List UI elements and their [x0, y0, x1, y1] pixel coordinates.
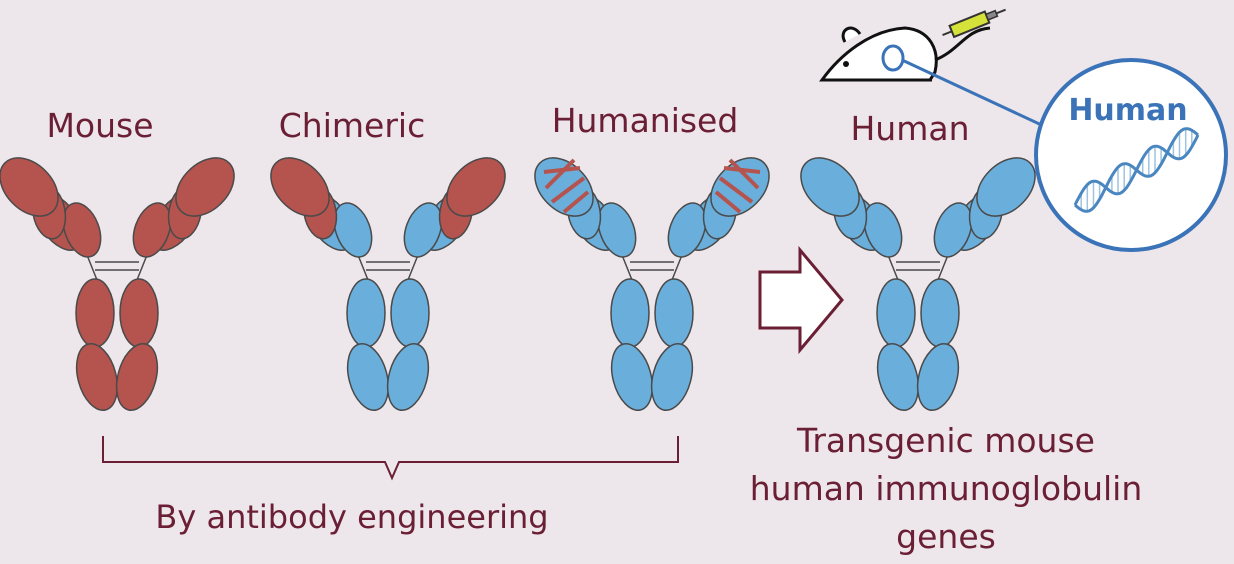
heavy-chain-ch2 — [654, 278, 694, 348]
heavy-chain-ch2 — [920, 278, 960, 348]
heavy-chain-ch2 — [610, 278, 650, 348]
callout-label: Human — [1068, 93, 1187, 128]
label-humanised: Humanised — [552, 101, 739, 140]
transgenic-line-3: genes — [896, 517, 996, 556]
dna-strand — [1073, 134, 1200, 206]
mouse-icon — [819, 26, 991, 82]
label-mouse: Mouse — [46, 106, 153, 145]
heavy-chain-ch2 — [75, 278, 115, 348]
bracket-label: By antibody engineering — [155, 498, 548, 536]
heavy-chain-ch1 — [403, 202, 443, 258]
heavy-chain-ch1 — [667, 202, 707, 258]
heavy-chain-ch3 — [115, 343, 159, 411]
heavy-chain-ch3 — [610, 343, 654, 411]
cdr-stripe — [550, 176, 586, 204]
heavy-chain-ch3 — [75, 343, 119, 411]
antibody-human — [800, 157, 1036, 411]
antibodies-layer — [0, 157, 1036, 411]
heavy-chain-ch1 — [62, 202, 102, 258]
cdr-stripe — [544, 158, 576, 190]
heavy-chain-ch3 — [346, 343, 390, 411]
antibody-humanised — [534, 157, 770, 411]
heavy-chain-ch1 — [333, 202, 373, 258]
cdr-stripe — [718, 176, 754, 204]
heavy-chain-ch3 — [876, 343, 920, 411]
heavy-chain-ch1 — [132, 202, 172, 258]
heavy-chain-ch3 — [916, 343, 960, 411]
right-arrow-icon — [758, 245, 844, 355]
label-human: Human — [850, 109, 969, 148]
light-chain-vl — [800, 157, 860, 217]
light-chain-vl — [175, 157, 235, 217]
transgenic-line-2: human immunoglobulin — [750, 469, 1143, 508]
light-chain-vl — [976, 157, 1036, 217]
antibody-chimeric — [270, 157, 506, 411]
sample-marker — [881, 44, 905, 72]
transgenic-line-1: Transgenic mouse — [796, 421, 1095, 460]
cdr-stripe — [728, 158, 760, 190]
heavy-chain-ch2 — [876, 278, 916, 348]
engineering-bracket — [102, 436, 679, 481]
heavy-chain-ch1 — [597, 202, 637, 258]
heavy-chain-ch1 — [863, 202, 903, 258]
cdr-stripe — [562, 190, 590, 214]
heavy-chain-ch2 — [346, 278, 386, 348]
dna-helix-icon — [1073, 127, 1200, 213]
antibody-mouse — [0, 157, 235, 411]
light-chain-vl — [446, 157, 506, 217]
heavy-chain-ch3 — [386, 343, 430, 411]
heavy-chain-ch3 — [650, 343, 694, 411]
light-chain-vl — [270, 157, 330, 217]
heavy-chain-ch2 — [390, 278, 430, 348]
heavy-chain-ch1 — [933, 202, 973, 258]
heavy-chain-ch2 — [119, 278, 159, 348]
syringe-icon — [942, 8, 1006, 39]
light-chain-vl — [0, 157, 59, 217]
human-callout-circle — [1034, 58, 1228, 252]
callout-connector — [901, 58, 1049, 130]
label-chimeric: Chimeric — [279, 106, 425, 145]
cdr-stripe — [714, 190, 742, 214]
